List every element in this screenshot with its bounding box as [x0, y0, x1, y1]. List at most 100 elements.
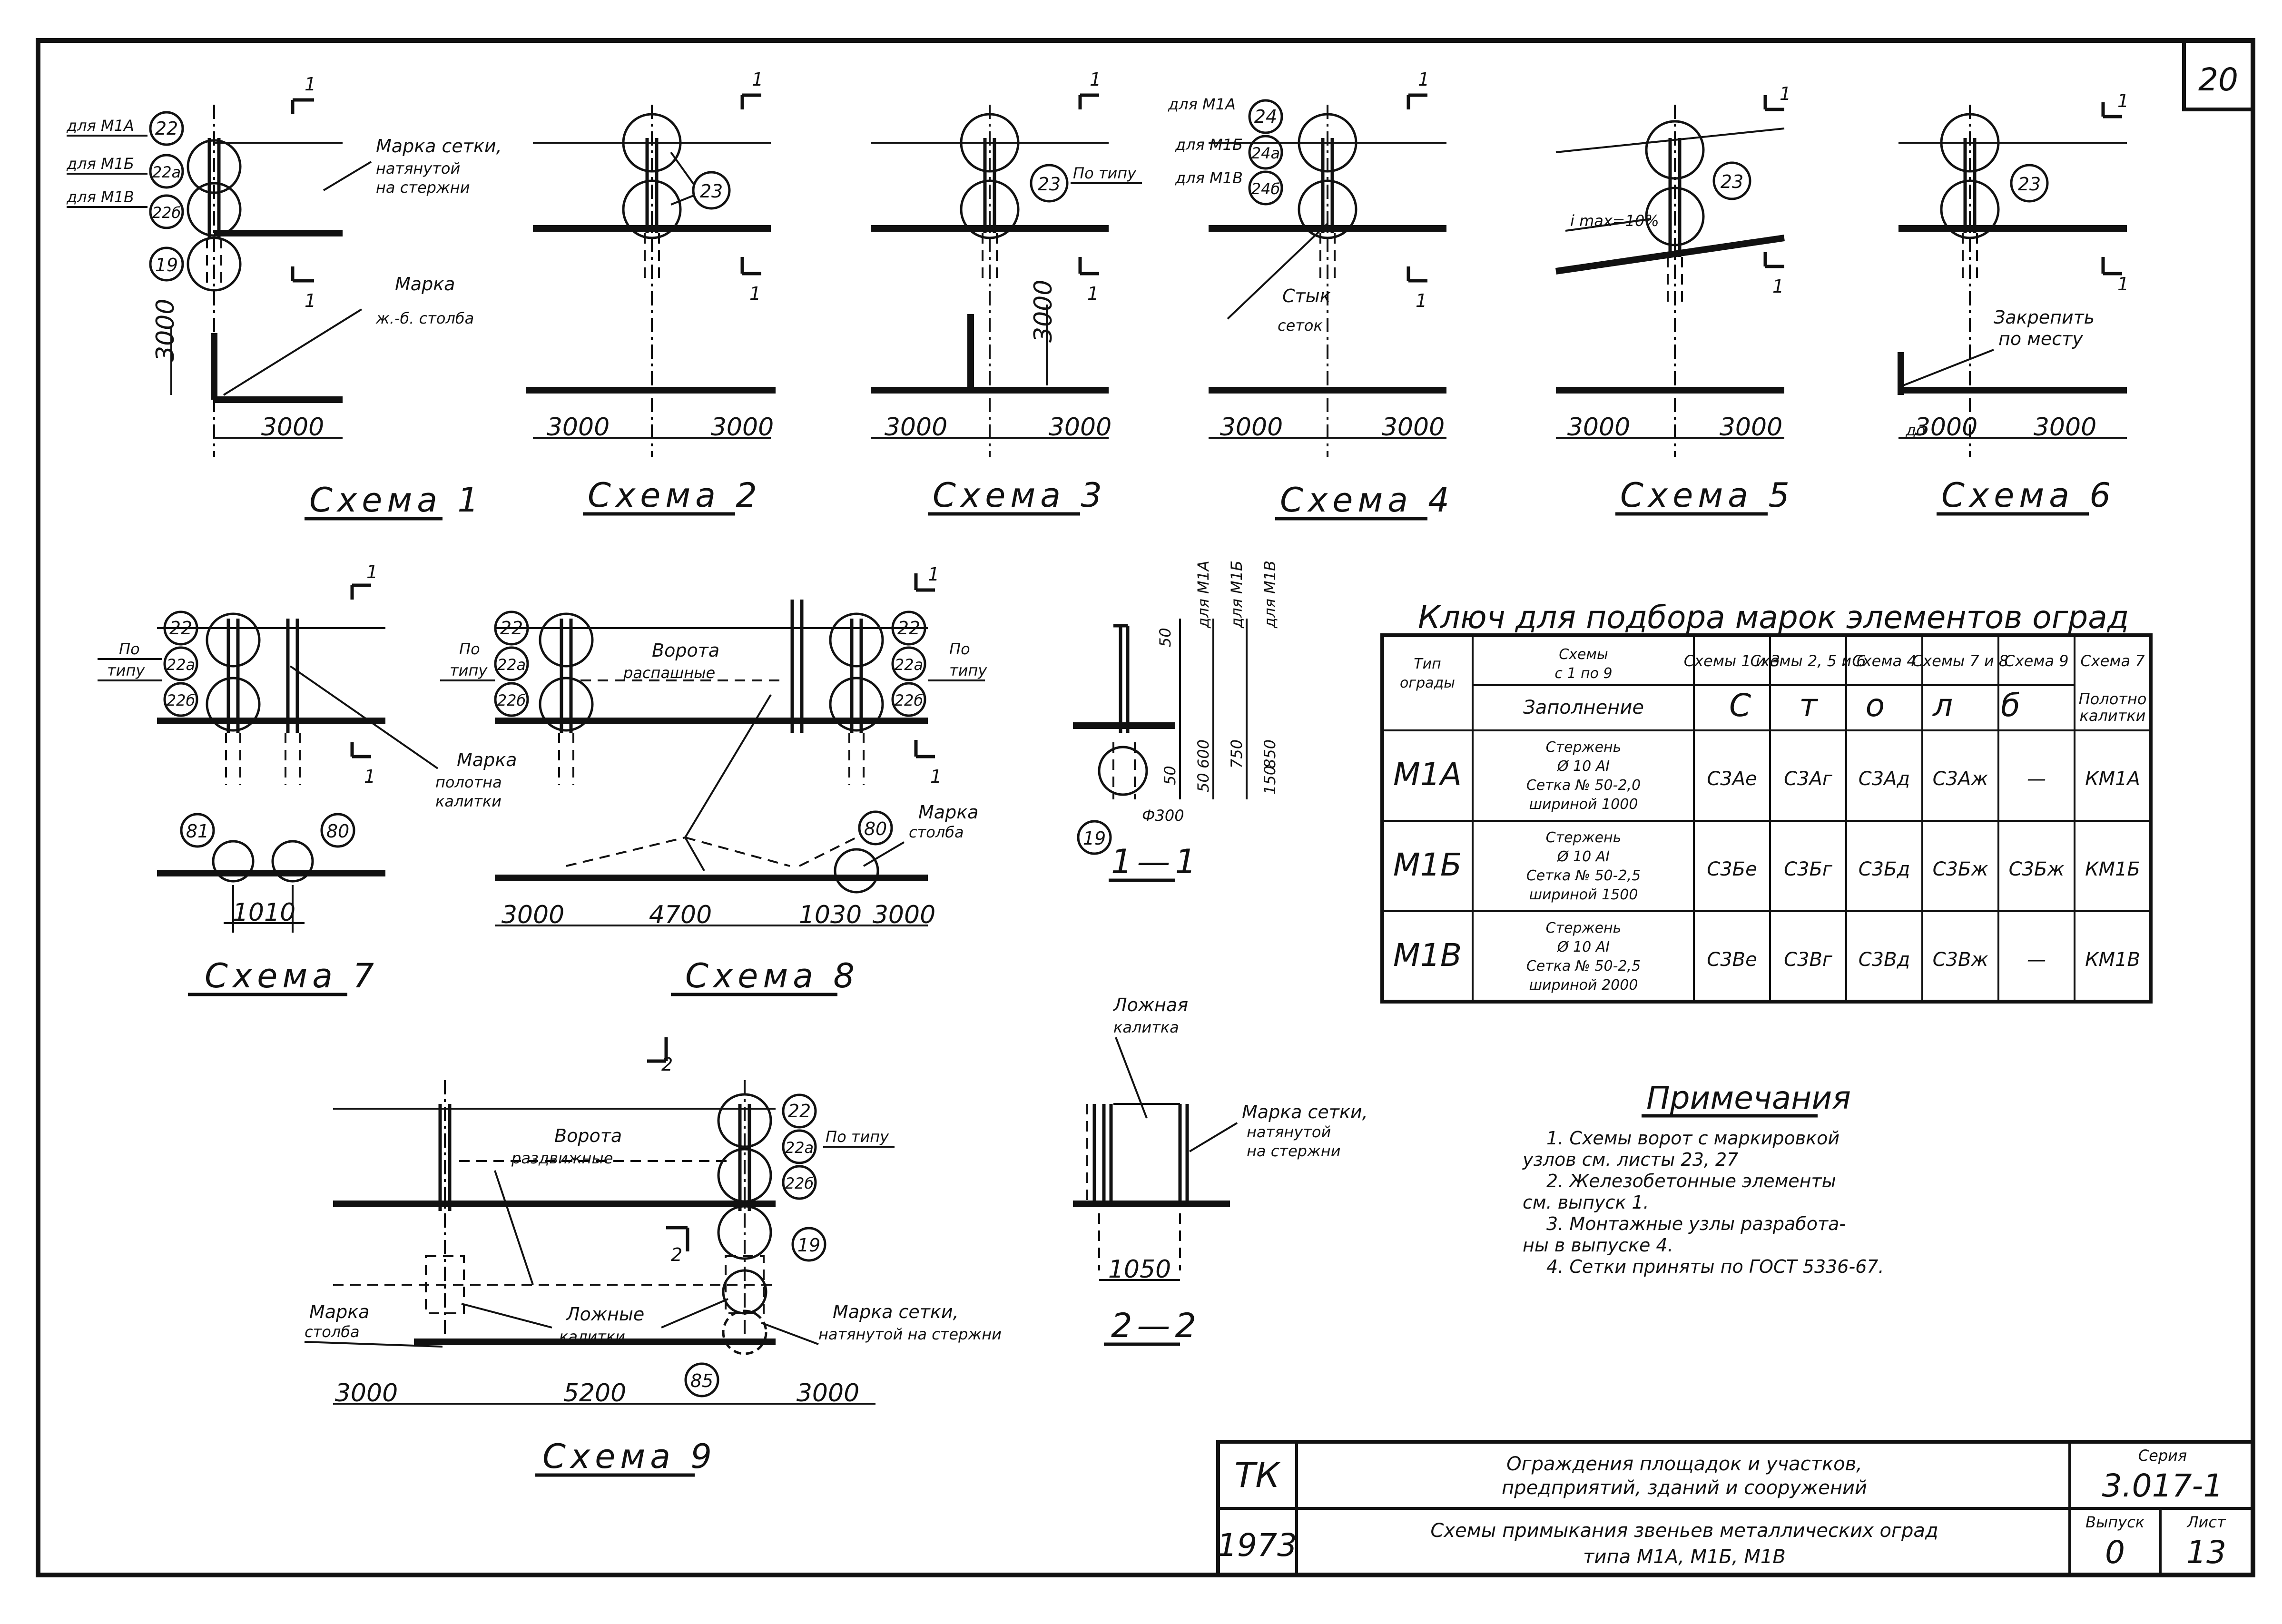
- svg-text:С3Вг: С3Вг: [1784, 949, 1833, 971]
- svg-text:1: 1: [749, 283, 761, 304]
- scheme-6: 23 Закрепить по месту до 3000 3000 1 1 С…: [1898, 90, 2129, 516]
- svg-text:1: 1: [1416, 290, 1427, 311]
- svg-text:22а: 22а: [785, 1139, 814, 1157]
- svg-text:столба: столба: [909, 823, 964, 841]
- svg-text:23: 23: [1038, 174, 1061, 195]
- svg-text:По: По: [119, 640, 140, 658]
- svg-text:1030: 1030: [799, 901, 862, 929]
- svg-text:1: 1: [364, 766, 375, 787]
- title-line-2: предприятий, зданий и сооружений: [1502, 1477, 1867, 1499]
- scheme-8-caption: Схема 8: [685, 956, 859, 995]
- svg-text:полотна: полотна: [435, 773, 502, 791]
- svg-text:22а: 22а: [497, 656, 526, 674]
- title-line-1: Ограждения площадок и участков,: [1506, 1453, 1862, 1475]
- node-22: 22: [155, 118, 178, 139]
- svg-text:Ø 10 АI: Ø 10 АI: [1556, 848, 1610, 865]
- svg-text:Сетка № 50-2,0: Сетка № 50-2,0: [1526, 777, 1641, 794]
- scheme-7-caption: Схема 7: [205, 956, 379, 995]
- svg-text:натянутой: натянутой: [376, 159, 460, 177]
- svg-text:ограды: ограды: [1400, 675, 1455, 691]
- section-1-1: 19 Ф300 50 для М1А для М1Б для М1В 50 60…: [1073, 561, 1279, 882]
- svg-text:шириной 2000: шириной 2000: [1529, 977, 1638, 994]
- svg-text:Схема 9: Схема 9: [2004, 652, 2068, 670]
- svg-text:3000: 3000: [2034, 413, 2096, 442]
- svg-text:типу: типу: [949, 661, 987, 679]
- svg-text:узлов см. листы 23, 27: узлов см. листы 23, 27: [1522, 1149, 1738, 1170]
- svg-text:типу: типу: [450, 661, 488, 679]
- svg-text:3000: 3000: [1720, 413, 1782, 442]
- slope-label: i max=10%: [1570, 212, 1659, 230]
- svg-text:1: 1: [930, 766, 942, 787]
- svg-text:50: 50: [1161, 766, 1179, 785]
- svg-text:1: 1: [1087, 283, 1099, 304]
- svg-text:С3Ад: С3Ад: [1859, 768, 1910, 790]
- scheme-2-caption: Схема 2: [588, 476, 762, 515]
- title-block: ТК 1973 Ограждения площадок и участков, …: [1216, 1440, 2255, 1577]
- svg-text:С3Бж: С3Бж: [1933, 858, 1988, 880]
- svg-text:Ø 10 АI: Ø 10 АI: [1556, 758, 1610, 775]
- svg-text:Марка: Марка: [395, 274, 455, 295]
- mesh-mark-label-9: Марка сетки,: [833, 1301, 959, 1322]
- svg-text:С3Аг: С3Аг: [1784, 768, 1833, 790]
- sheet-number-box: [2182, 39, 2255, 111]
- svg-text:Сетка № 50-2,5: Сетка № 50-2,5: [1526, 867, 1641, 884]
- svg-text:для М1А: для М1А: [1168, 95, 1236, 113]
- svg-text:для М1А: для М1А: [1194, 561, 1212, 629]
- svg-text:3. Монтажные узлы разработа-: 3. Монтажные узлы разработа-: [1546, 1213, 1846, 1234]
- svg-text:С3Ае: С3Ае: [1707, 768, 1757, 790]
- svg-text:1. Схемы ворот с маркировкой: 1. Схемы ворот с маркировкой: [1546, 1128, 1839, 1149]
- svg-text:шириной 1500: шириной 1500: [1529, 886, 1638, 903]
- scheme-1: 22 22а 22б 19 для М1А для М1Б для М1В Ма…: [66, 74, 502, 521]
- node-22a: 22а: [152, 163, 181, 181]
- scheme-3-caption: Схема 3: [933, 476, 1107, 515]
- label-for-m1a: для М1А: [66, 117, 134, 135]
- svg-text:22: 22: [897, 618, 920, 639]
- svg-text:1: 1: [2117, 90, 2129, 111]
- scheme-3: 23 По типу 3000 3000 3000 1 1 Схема 3: [871, 69, 1142, 516]
- issue-number: 0: [2105, 1534, 2125, 1571]
- svg-text:КМ1А: КМ1А: [2085, 768, 2140, 790]
- svg-text:1: 1: [366, 561, 378, 582]
- svg-text:23: 23: [2018, 174, 2041, 195]
- svg-text:—: —: [2027, 949, 2046, 971]
- scheme-6-caption: Схема 6: [1941, 476, 2115, 515]
- swing-gate-label: Ворота: [652, 640, 719, 661]
- svg-text:М1А: М1А: [1393, 756, 1462, 793]
- svg-text:Тип: Тип: [1414, 656, 1441, 672]
- node-85: 85: [690, 1370, 713, 1391]
- svg-text:22: 22: [169, 618, 192, 639]
- pillar-diameter: Ф300: [1142, 807, 1184, 825]
- false-wicket-label: Ложная: [1112, 994, 1188, 1015]
- svg-text:3000: 3000: [547, 413, 610, 442]
- svg-text:3000: 3000: [1382, 413, 1445, 442]
- svg-text:для М1В: для М1В: [1175, 169, 1243, 187]
- scheme-9-caption: Схема 9: [542, 1437, 717, 1476]
- svg-text:Сетка № 50-2,5: Сетка № 50-2,5: [1526, 958, 1641, 974]
- svg-text:КМ1Б: КМ1Б: [2085, 858, 2140, 880]
- svg-text:3000: 3000: [1220, 413, 1283, 442]
- svg-text:Схемы 1 и 3: Схемы 1 и 3: [1684, 652, 1780, 670]
- org-code: ТК: [1234, 1455, 1281, 1495]
- svg-text:1: 1: [928, 564, 939, 585]
- key-table: Ключ для подбора марок элементов оград Т…: [1380, 599, 2153, 1004]
- svg-text:С3Ве: С3Ве: [1707, 949, 1757, 971]
- svg-text:3000: 3000: [1915, 413, 1977, 442]
- fix-label: Закрепить: [1994, 307, 2095, 328]
- svg-text:3000: 3000: [1029, 280, 1058, 343]
- svg-text:М1Б: М1Б: [1393, 846, 1462, 883]
- svg-text:50: 50: [1156, 628, 1174, 647]
- svg-text:150: 150: [1261, 766, 1279, 795]
- notes-title: Примечания: [1646, 1080, 1851, 1116]
- scheme-4-caption: Схема 4: [1280, 481, 1454, 520]
- svg-text:КМ1В: КМ1В: [2085, 949, 2140, 971]
- section-1-1-caption: 1—1: [1111, 842, 1201, 881]
- svg-text:Схемы 7 и 8: Схемы 7 и 8: [1912, 652, 2008, 670]
- svg-text:Схема 4: Схема 4: [1852, 652, 1916, 670]
- svg-text:1: 1: [1090, 69, 1101, 90]
- svg-text:23: 23: [1721, 171, 1743, 192]
- svg-text:1: 1: [1418, 69, 1429, 90]
- sheet-index: 13: [2186, 1534, 2226, 1571]
- table-row: М1Б Стержень Ø 10 АI Сетка № 50-2,5 шири…: [1393, 829, 2140, 903]
- svg-text:распашные: распашные: [623, 664, 715, 682]
